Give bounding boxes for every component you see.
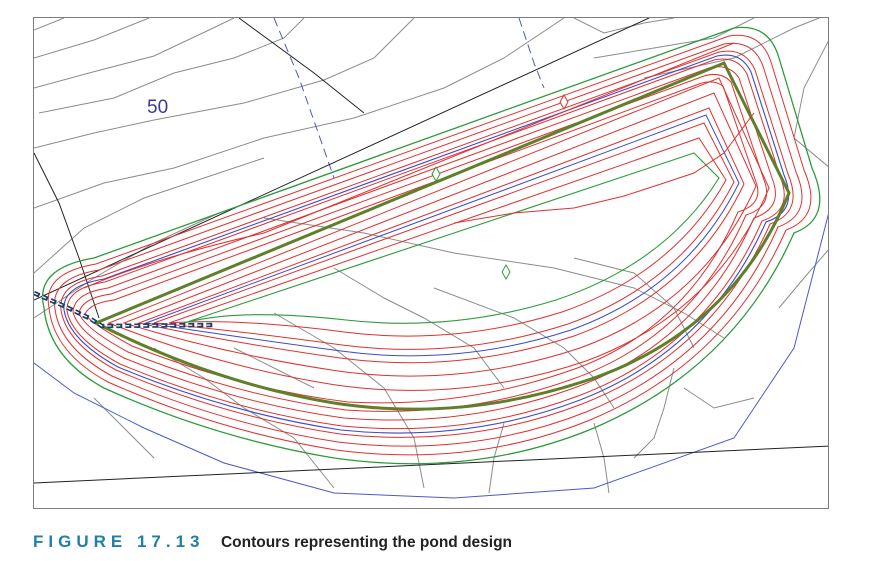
parcel-lines [34,18,828,484]
figure-number: FIGURE 17.13 [33,532,205,551]
pipe-centerline [34,292,215,327]
existing-contour [433,287,615,409]
dashed-alignment [518,18,545,89]
inner-contour [168,137,727,337]
marker-diamond [559,93,569,111]
existing-contour [34,18,65,31]
existing-contour [683,387,755,409]
marker-diamond [431,165,441,183]
existing-contour [38,18,305,114]
inner-daylight [183,152,720,324]
pond-contour-drawing: 50 [34,18,828,499]
existing-contour [643,18,820,79]
grade-markers [431,93,569,281]
figure-caption: FIGURE 17.13 Contours representing the p… [33,530,512,554]
design-contour [54,42,803,447]
elevation-label: 50 [147,97,168,118]
pond-grading [42,26,821,465]
top-of-pond [83,42,735,289]
existing-contour [34,18,235,89]
design-contours [47,34,812,456]
marker-diamond [501,263,511,281]
parcel-line [34,445,828,484]
alignment-lines [34,18,828,499]
design-contour [47,34,812,456]
major-contour [63,54,790,434]
parcel-line [34,152,100,319]
parcel-line [238,18,365,114]
inner-contour [107,77,770,391]
daylight-line [42,26,821,465]
design-contour [66,58,785,430]
existing-contour [333,267,505,389]
existing-contour [633,367,675,459]
inner-contour [137,107,745,364]
existing-contour [593,18,755,59]
parcel-line [34,18,650,301]
existing-contour [34,18,565,209]
existing-contour [34,157,265,274]
existing-contour [263,217,725,339]
design-contour [78,74,768,412]
existing-contour [34,18,150,59]
existing-contour [573,18,675,34]
existing-contour [34,212,220,319]
pipe-network [34,290,215,329]
dashed-alignment [273,18,335,179]
existing-contour [488,422,505,494]
existing-contour [793,40,828,167]
inner-contour [153,122,735,350]
inner-contours [107,77,770,391]
interior-contour [453,112,755,224]
existing-contour [778,249,828,309]
existing-contour [34,18,415,149]
bottom-major-contour [144,114,740,357]
top-of-berm [92,61,791,411]
inner-contour [122,92,757,377]
drawing-viewport: 50 [33,17,829,509]
existing-ground-contours [34,18,828,494]
design-contour [60,50,794,438]
caption-text: Contours representing the pond design [220,534,513,551]
existing-contour [573,257,695,349]
existing-contour [153,347,335,489]
existing-contour [593,422,610,494]
boundary-line [34,213,828,499]
design-contour [84,81,759,404]
